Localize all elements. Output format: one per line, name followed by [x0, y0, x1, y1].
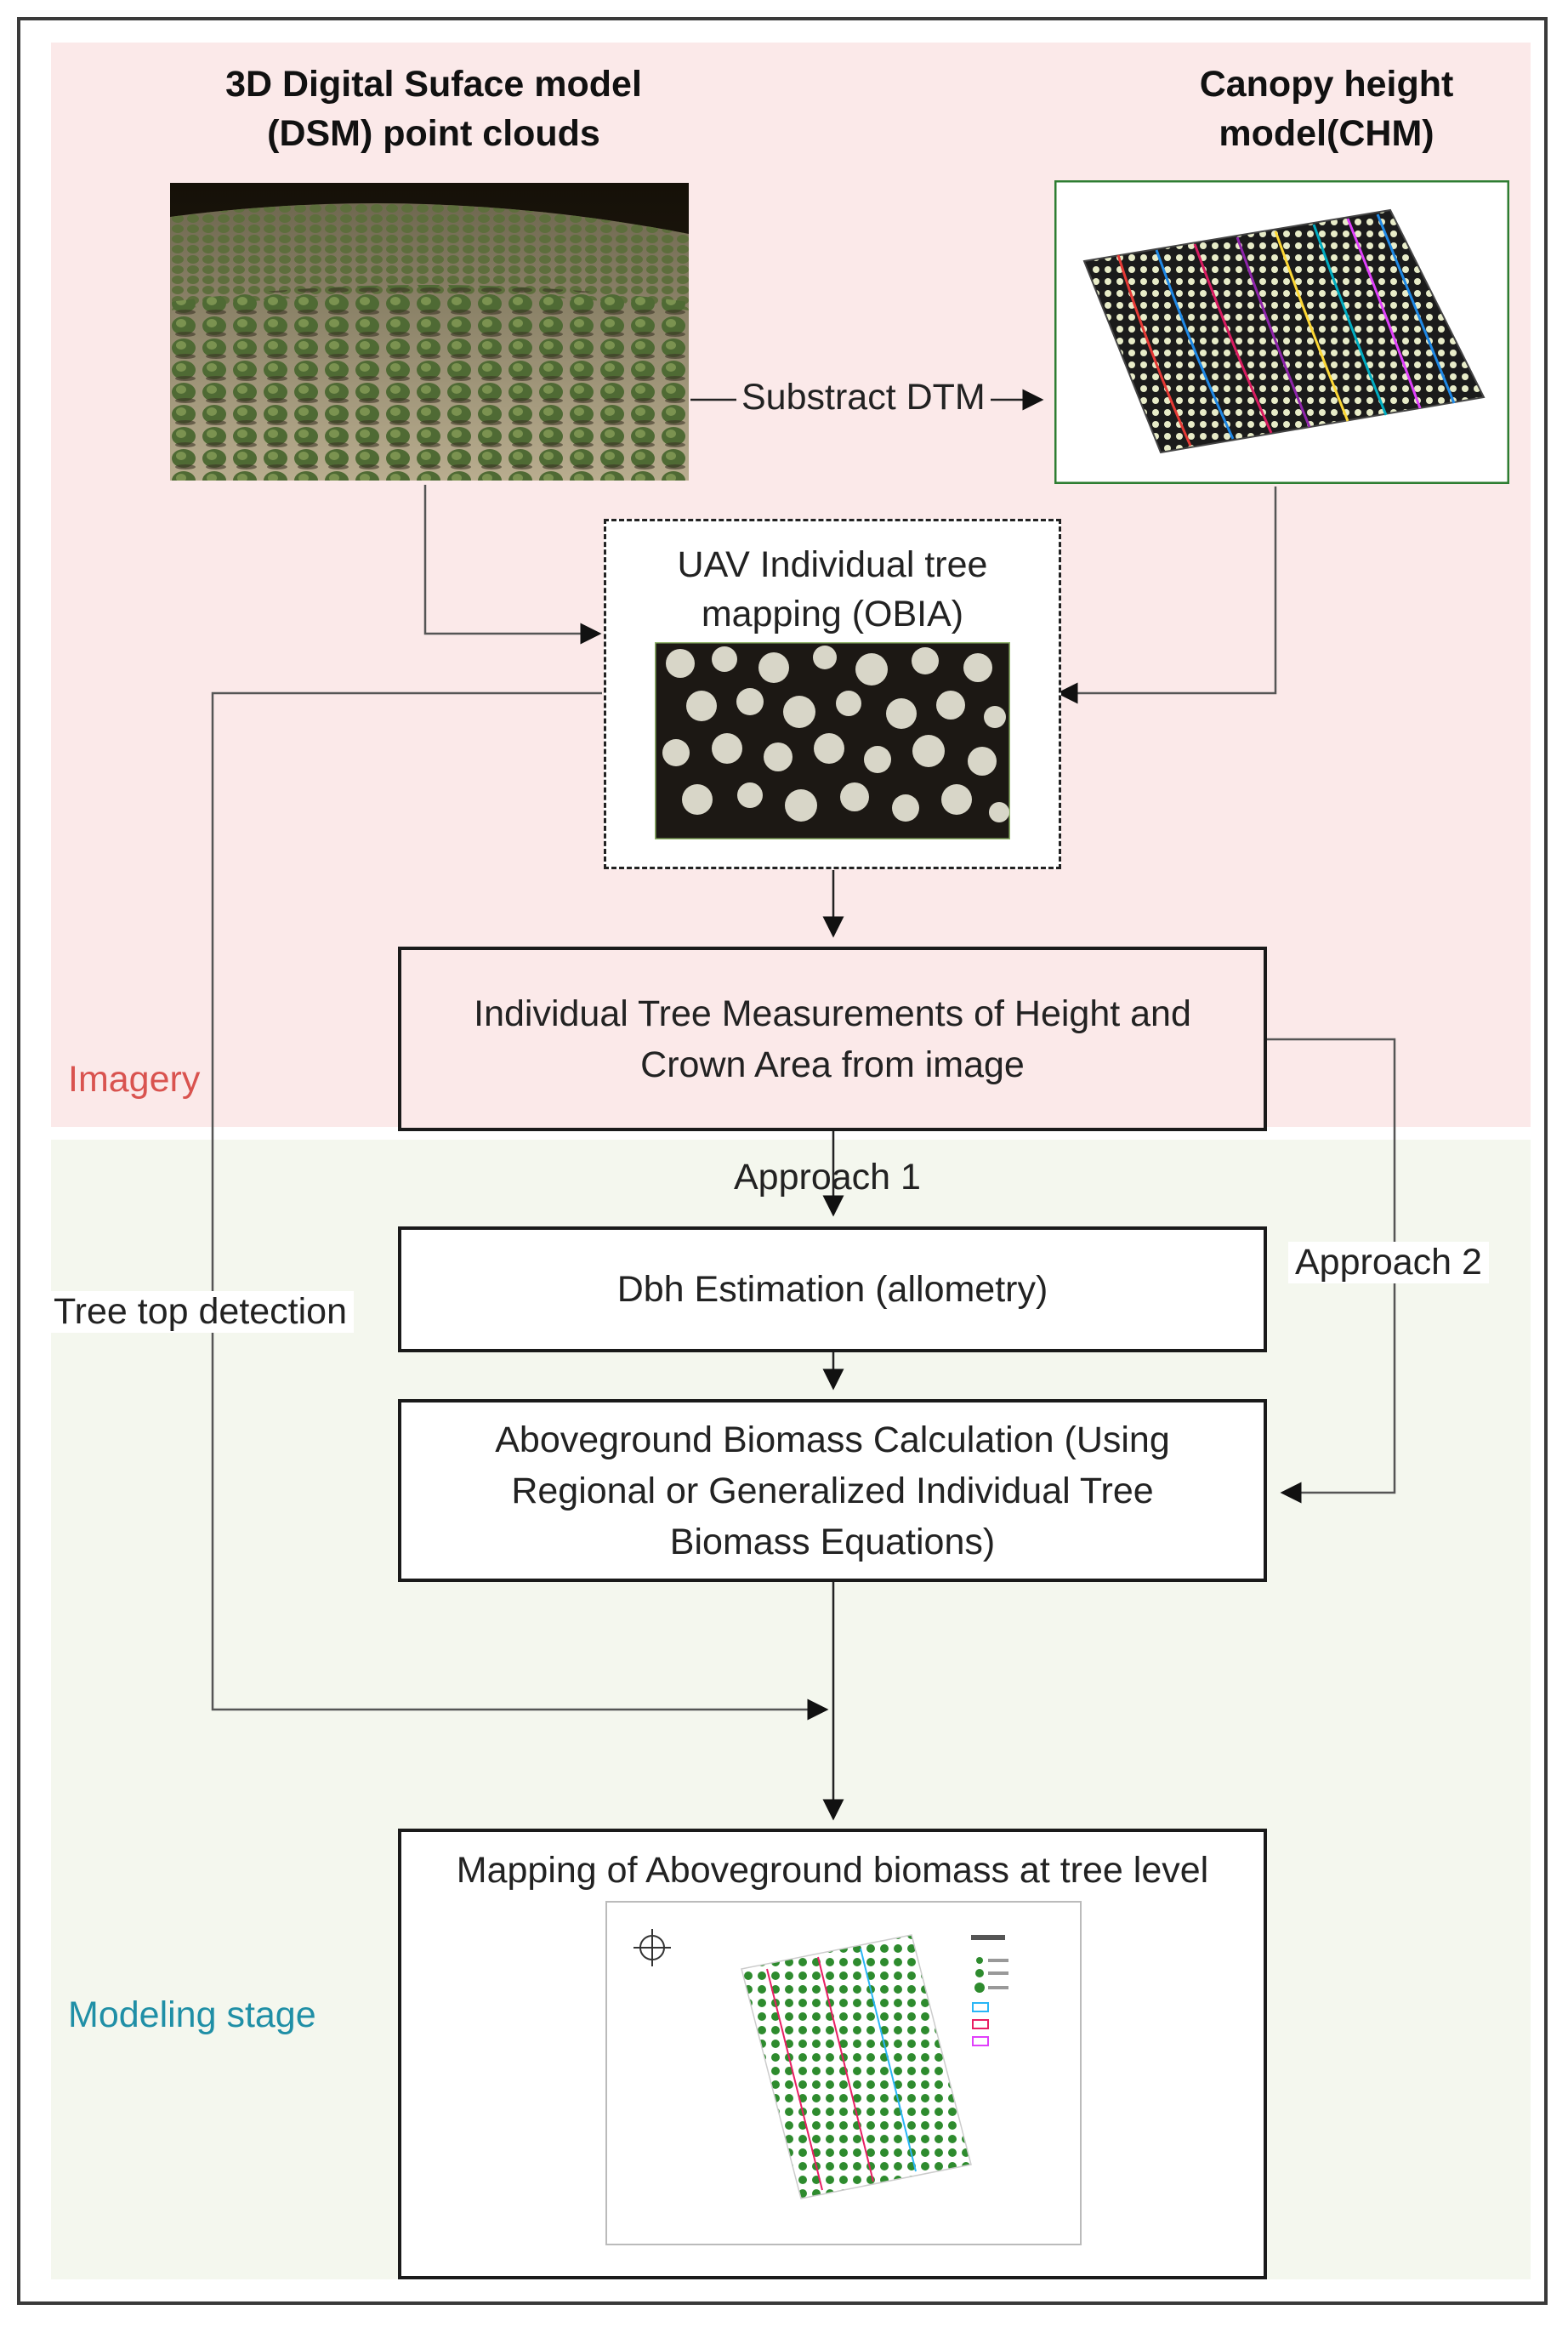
approach-2-label: Approach 2: [1288, 1242, 1489, 1283]
obia-crowns-image: [655, 642, 1010, 839]
modeling-zone-label: Modeling stage: [68, 1994, 316, 2035]
mapping-text: Mapping of Aboveground biomass at tree l…: [456, 1850, 1209, 1891]
measurements-box: Individual Tree Measurements of Height a…: [398, 947, 1267, 1131]
outer-frame: [17, 17, 1548, 2305]
dbh-estimation-text: Dbh Estimation (allometry): [616, 1269, 1048, 1310]
dbh-estimation-box: Dbh Estimation (allometry): [398, 1226, 1267, 1352]
measurements-text: Individual Tree Measurements of Height a…: [474, 993, 1191, 1085]
agb-calculation-text: Aboveground Biomass Calculation (Using R…: [495, 1419, 1170, 1562]
substract-dtm-label: Substract DTM: [736, 377, 991, 418]
tree-top-detection-label: Tree top detection: [47, 1291, 355, 1333]
agb-calculation-box: Aboveground Biomass Calculation (Using R…: [398, 1399, 1267, 1582]
dsm-heading: 3D Digital Suface model (DSM) point clou…: [225, 64, 642, 154]
north-arrow-icon: [633, 1929, 671, 1966]
approach-1-label: Approach 1: [734, 1157, 921, 1198]
biomass-map-image: [605, 1901, 1082, 2245]
uav-mapping-label: UAV Individual tree mapping (OBIA): [677, 544, 988, 634]
chm-image: [1054, 180, 1509, 484]
dsm-point-cloud-image: [170, 183, 689, 481]
imagery-zone-label: Imagery: [68, 1059, 201, 1100]
chm-heading: Canopy height model(CHM): [1199, 64, 1454, 154]
map-legend: [971, 1935, 1008, 2046]
